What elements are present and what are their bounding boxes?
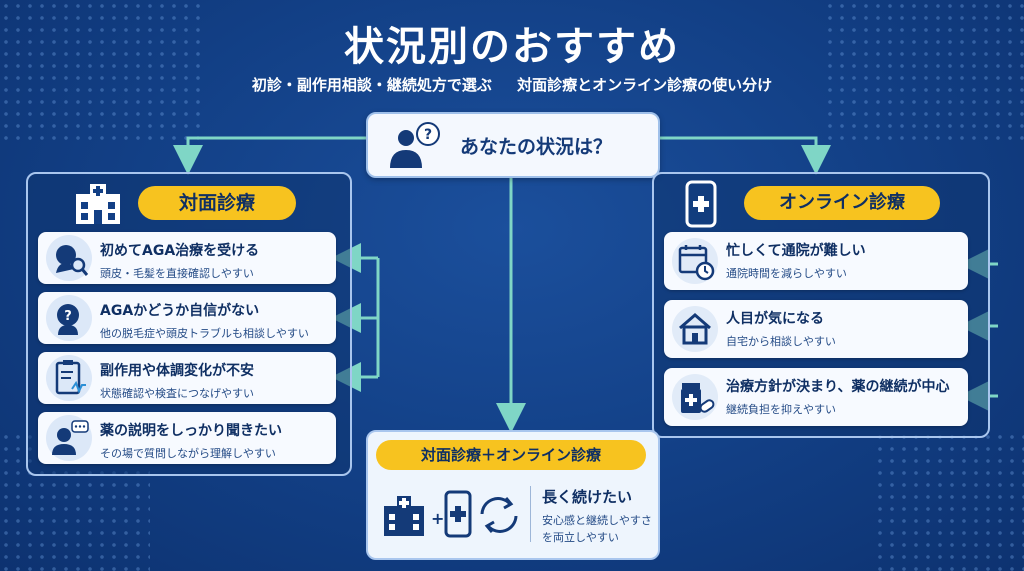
card-privacy: 人目が気になる 自宅から相談しやすい (664, 300, 968, 358)
online-badge: オンライン診療 (744, 186, 940, 220)
head-magnifier-icon (46, 235, 92, 281)
card-busy: 忙しくて通院が難しい 通院時間を減らしやすい (664, 232, 968, 290)
question-text: あなたの状況は？ (460, 135, 613, 158)
card-continuation: 治療方針が決まり、薬の継続が中心 継続負担を抑えやすい (664, 368, 968, 426)
card-title: 副作用や体調変化が不安 (100, 363, 254, 379)
card-title: 忙しくて通院が難しい (726, 243, 866, 259)
card-sub: その場で質問しながら理解しやすい (100, 447, 276, 460)
svg-text:?: ? (424, 127, 432, 143)
card-title: AGAかどうか自信がない (100, 303, 260, 319)
person-question-icon: ? (390, 122, 440, 168)
combined-sub: 安心感と継続しやすさを両立しやすい (542, 514, 652, 544)
divider (530, 486, 531, 542)
house-icon (672, 306, 718, 352)
card-sub: 他の脱毛症や頭皮トラブルも相談しやすい (100, 327, 309, 340)
smartphone-medical-icon (685, 180, 717, 228)
combined-badge: 対面診療＋オンライン診療 (376, 440, 646, 470)
dot-pattern-top-right (824, 0, 1024, 140)
combined-icons: + (384, 490, 518, 538)
card-unsure-aga: ? AGAかどうか自信がない 他の脱毛症や頭皮トラブルも相談しやすい (38, 292, 336, 344)
page-title: 状況別のおすすめ (344, 24, 680, 70)
arrow-to-right-panel (656, 136, 831, 175)
card-sub: 頭皮・毛髪を直接確認しやすい (100, 267, 254, 280)
refresh-cycle-icon (480, 497, 518, 533)
card-sub: 継続負担を抑えやすい (726, 403, 836, 416)
combined-title: 長く続けたい (542, 488, 633, 506)
card-first-treatment: 初めてAGA治療を受ける 頭皮・毛髪を直接確認しやすい (38, 232, 336, 284)
medicine-bottle-icon (672, 374, 718, 420)
arrow-to-left-panel (173, 136, 366, 175)
card-side-effects: 副作用や体調変化が不安 状態確認や検査につなげやすい (38, 352, 336, 404)
smartphone-medical-icon (444, 490, 472, 538)
plus-sign: + (431, 509, 444, 528)
card-title: 初めてAGA治療を受ける (100, 243, 260, 259)
hospital-icon (76, 184, 120, 224)
online-panel: オンライン診療 忙しくて通院が難しい 通院時間を減らしやすい 人目が気になる 自… (652, 172, 990, 438)
subtitle-left: 初診・副作用相談・継続処方で選ぶ (251, 76, 492, 94)
subtitle-right: 対面診療とオンライン診療の使い分け (517, 76, 773, 94)
card-sub: 通院時間を減らしやすい (726, 267, 847, 280)
in-person-panel: 対面診療 初めてAGA治療を受ける 頭皮・毛髪を直接確認しやすい ? AGAかど… (26, 172, 352, 476)
page-subtitle: 初診・副作用相談・継続処方で選ぶ 対面診療とオンライン診療の使い分け (0, 74, 1024, 95)
card-medicine-explanation: 薬の説明をしっかり聞きたい その場で質問しながら理解しやすい (38, 412, 336, 464)
question-head-icon: ? (46, 295, 92, 341)
hospital-icon (384, 496, 424, 536)
clipboard-heart-icon (46, 355, 92, 401)
situation-question-box: ? あなたの状況は？ (366, 112, 660, 178)
card-title: 人目が気になる (726, 311, 824, 327)
svg-text:?: ? (64, 309, 72, 324)
in-person-badge: 対面診療 (138, 186, 296, 220)
calendar-clock-icon (672, 238, 718, 284)
card-sub: 自宅から相談しやすい (726, 335, 836, 348)
dot-pattern-bottom-right (874, 431, 1024, 571)
doctor-speech-icon (46, 415, 92, 461)
card-sub: 状態確認や検査につなげやすい (100, 387, 254, 400)
card-title: 治療方針が決まり、薬の継続が中心 (726, 379, 950, 395)
dot-pattern-top-left (0, 0, 200, 140)
card-title: 薬の説明をしっかり聞きたい (100, 423, 282, 439)
combined-panel: 対面診療＋オンライン診療 + 長く続けたい 安心感と継続しやすさを両立しやすい (366, 430, 660, 560)
